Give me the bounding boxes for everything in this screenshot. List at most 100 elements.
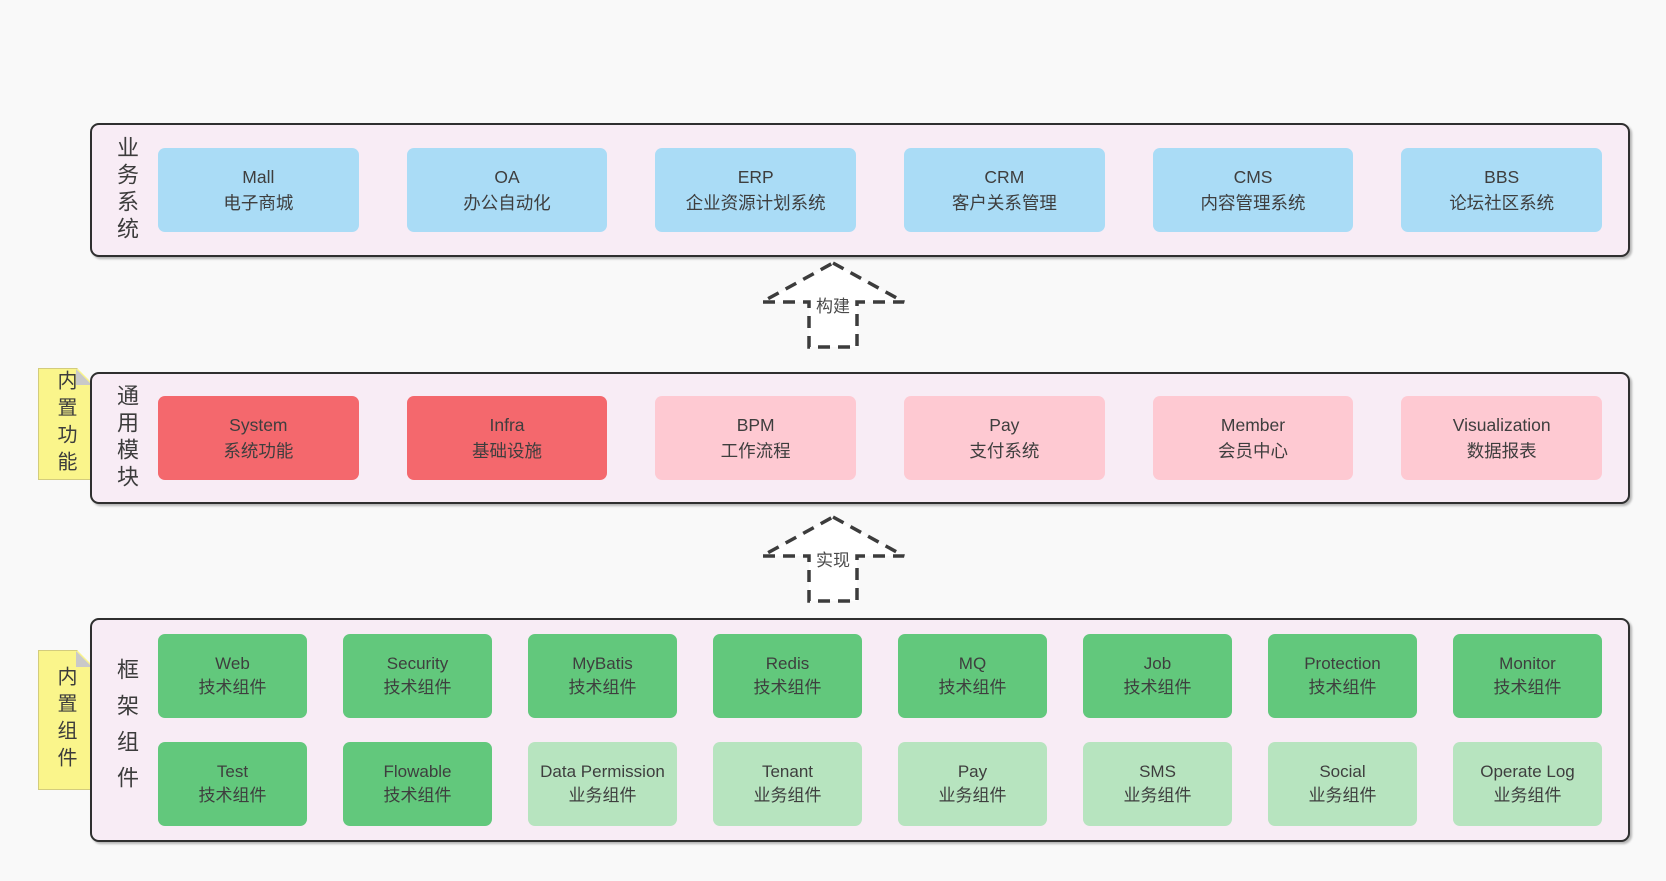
box-bbs: BBS 论坛社区系统 [1401,148,1603,232]
box-protection: Protection 技术组件 [1268,634,1417,718]
layer-label-modules: 通用模块 [114,384,139,492]
box-title: SMS [1139,762,1176,781]
layer-common-modules: 通用模块 System 系统功能 Infra 基础设施 BPM 工作流程 Pay… [90,372,1630,504]
box-title: Redis [765,654,810,673]
business-boxes: Mall 电子商城 OA 办公自动化 ERP 企业资源计划系统 CRM 客户关系… [158,148,1603,232]
box-job: Job 技术组件 [1083,634,1232,718]
box-subtitle: 技术组件 [198,678,267,697]
layer-label-business: 业务系统 [114,136,139,244]
box-subtitle: 业务组件 [753,786,822,805]
box-title: Visualization [1452,415,1551,435]
sticky-label: 内置组件 [54,666,76,774]
box-sms: SMS 业务组件 [1083,742,1232,826]
box-visualization: Visualization 数据报表 [1401,396,1603,480]
box-title: Test [216,762,249,781]
box-title: Data Permission [540,762,665,781]
box-system: System 系统功能 [158,396,359,480]
box-title: CRM [984,167,1025,187]
arrow-implement: 实现 [758,512,908,606]
box-title: Pay [957,762,988,781]
box-title: BPM [736,415,775,435]
box-mq: MQ 技术组件 [898,634,1047,718]
box-subtitle: 技术组件 [938,678,1007,697]
box-subtitle: 企业资源计划系统 [685,193,826,213]
arrow-build-label: 构建 [813,292,853,317]
box-mall: Mall 电子商城 [158,148,359,232]
box-subtitle: 基础设施 [472,441,542,461]
sticky-label: 内置功能 [54,370,76,478]
box-operate-log: Operate Log 业务组件 [1453,742,1602,826]
box-title: Infra [489,415,525,435]
box-subtitle: 技术组件 [1308,678,1377,697]
box-monitor: Monitor 技术组件 [1453,634,1602,718]
box-subtitle: 业务组件 [1123,786,1192,805]
box-subtitle: 工作流程 [720,441,791,461]
box-subtitle: 技术组件 [568,678,637,697]
box-mybatis: MyBatis 技术组件 [528,634,677,718]
box-web: Web 技术组件 [158,634,307,718]
layer-framework-components: 框架组件 Web 技术组件 Security 技术组件 MyBatis 技术组件… [90,618,1630,842]
box-subtitle: 技术组件 [753,678,822,697]
box-title: CMS [1233,167,1273,187]
box-subtitle: 技术组件 [383,786,452,805]
box-security: Security 技术组件 [343,634,492,718]
framework-boxes: Web 技术组件 Security 技术组件 MyBatis 技术组件 Redi… [158,634,1602,826]
box-subtitle: 业务组件 [938,786,1007,805]
box-erp: ERP 企业资源计划系统 [655,148,857,232]
box-subtitle: 客户关系管理 [951,193,1057,213]
box-subtitle: 电子商城 [223,193,294,213]
box-subtitle: 论坛社区系统 [1449,193,1555,213]
sticky-note-built-in-features: 内置功能 [38,368,93,480]
sticky-note-built-in-components: 内置组件 [38,650,93,790]
box-subtitle: 内容管理系统 [1200,193,1306,213]
box-member: Member 会员中心 [1152,396,1354,480]
framework-row-1: Web 技术组件 Security 技术组件 MyBatis 技术组件 Redi… [158,634,1602,718]
box-title: Security [386,654,449,673]
box-pay-biz: Pay 业务组件 [898,742,1047,826]
box-title: System [229,415,288,435]
module-boxes: System 系统功能 Infra 基础设施 BPM 工作流程 Pay 支付系统… [158,396,1603,480]
box-title: MyBatis [572,654,633,673]
arrow-implement-label: 实现 [813,546,853,571]
box-title: MQ [958,654,987,673]
box-subtitle: 技术组件 [198,786,267,805]
box-title: Job [1143,654,1172,673]
box-social: Social 业务组件 [1268,742,1417,826]
box-title: OA [494,167,520,187]
box-title: Mall [242,167,275,187]
box-flowable: Flowable 技术组件 [343,742,492,826]
box-subtitle: 技术组件 [1493,678,1562,697]
box-bpm: BPM 工作流程 [655,396,857,480]
box-title: Web [215,654,250,673]
box-redis: Redis 技术组件 [713,634,862,718]
box-subtitle: 支付系统 [969,441,1040,461]
box-subtitle: 技术组件 [383,678,452,697]
box-cms: CMS 内容管理系统 [1152,148,1354,232]
box-subtitle: 办公自动化 [463,193,551,213]
box-subtitle: 业务组件 [568,786,637,805]
box-subtitle: 会员中心 [1218,441,1289,461]
box-pay: Pay 支付系统 [904,396,1105,480]
box-title: Tenant [761,762,814,781]
box-title: BBS [1484,167,1520,187]
box-title: Protection [1304,654,1381,673]
box-title: Member [1220,415,1286,435]
box-title: ERP [737,167,774,187]
box-subtitle: 技术组件 [1123,678,1192,697]
box-title: Operate Log [1480,762,1575,781]
layer-business-systems: 业务系统 Mall 电子商城 OA 办公自动化 ERP 企业资源计划系统 CRM… [90,123,1630,257]
box-subtitle: 业务组件 [1308,786,1377,805]
box-subtitle: 数据报表 [1466,441,1537,461]
box-oa: OA 办公自动化 [406,148,608,232]
box-infra: Infra 基础设施 [406,396,608,480]
box-title: Flowable [383,762,452,781]
layer-label-framework: 框架组件 [114,658,139,802]
framework-row-2: Test 技术组件 Flowable 技术组件 Data Permission … [158,742,1602,826]
box-title: Pay [989,415,1020,435]
box-title: Social [1319,762,1366,781]
box-subtitle: 业务组件 [1493,786,1562,805]
box-title: Monitor [1499,654,1556,673]
box-crm: CRM 客户关系管理 [904,148,1105,232]
box-test: Test 技术组件 [158,742,307,826]
